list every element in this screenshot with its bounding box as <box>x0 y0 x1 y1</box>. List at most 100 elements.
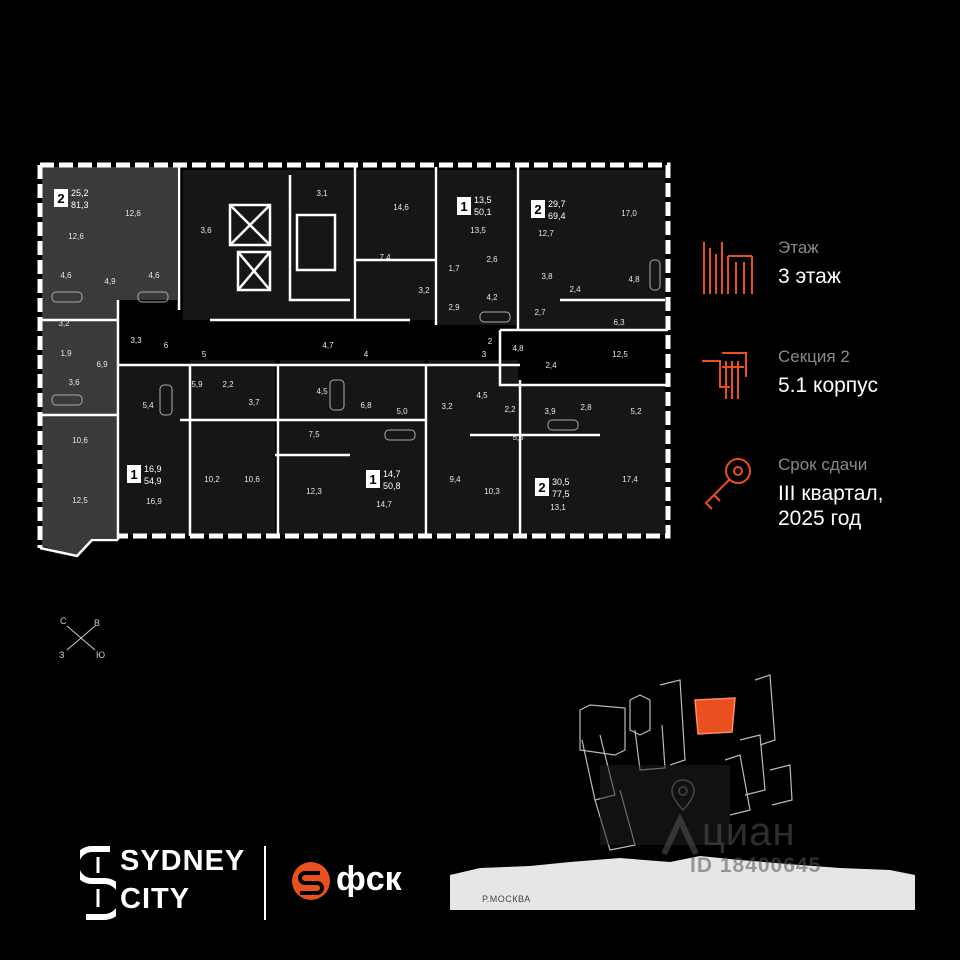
room-area: 3,7 <box>248 398 260 407</box>
compass-north: С <box>60 616 67 626</box>
room-area: 4,8 <box>628 275 640 284</box>
room-area: 14,7 <box>376 500 392 509</box>
logo-divider <box>264 846 266 920</box>
section-info: Секция 2 5.1 корпус <box>700 347 950 407</box>
room-area: 6 <box>164 341 169 350</box>
room-area: 4,6 <box>148 271 160 280</box>
room-area: 3,2 <box>418 286 430 295</box>
badge-total: 77,5 <box>552 489 570 499</box>
room-area: 4,5 <box>476 391 488 400</box>
apartment-badge[interactable]: 2 25,2 81,3 <box>54 188 89 210</box>
completion-label: Срок сдачи <box>778 455 868 474</box>
room-area: 4,2 <box>486 293 498 302</box>
badge-total: 69,4 <box>548 211 566 221</box>
badge-rooms: 1 <box>369 472 376 487</box>
room-area: 13,1 <box>550 503 566 512</box>
key-icon <box>704 458 751 510</box>
room-area: 14,6 <box>393 203 409 212</box>
floor-info: Этаж 3 этаж <box>700 238 950 298</box>
fixtures <box>51 259 661 441</box>
room-area: 3 <box>482 350 487 359</box>
room-area: 4,8 <box>512 344 524 353</box>
room-area-labels: 12,6 12,6 4,6 4,9 4,6 3,2 1,9 6,9 3,6 10… <box>58 189 642 512</box>
room-area: 6,3 <box>613 318 625 327</box>
room-area: 3,1 <box>316 189 328 198</box>
badge-rooms: 2 <box>57 191 64 206</box>
compass-south: Ю <box>96 650 106 660</box>
room-area: 3,6 <box>68 378 80 387</box>
apartment-badge[interactable]: 2 29,7 69,4 <box>531 199 566 221</box>
room-area: 5 <box>202 350 207 359</box>
room-area: 4,9 <box>104 277 116 286</box>
room-area: 10,3 <box>484 487 500 496</box>
room-area: 5,9 <box>191 380 203 389</box>
compass: С В З Ю <box>55 612 115 662</box>
site-map <box>450 674 915 910</box>
badge-rooms: 2 <box>538 480 545 495</box>
apartment-badge[interactable]: 2 30,5 77,5 <box>535 477 570 499</box>
room-area: 3,2 <box>58 319 70 328</box>
room-area: 2 <box>488 337 493 346</box>
room-area: 17,0 <box>621 209 637 218</box>
completion-value-line1: III квартал, <box>778 482 884 505</box>
room-area: 3,6 <box>200 226 212 235</box>
room-area: 5,4 <box>142 401 154 410</box>
section-label: Секция 2 <box>778 347 850 366</box>
room-area: 10,6 <box>244 475 260 484</box>
room-area: 13,5 <box>470 226 486 235</box>
room-area: 2,4 <box>569 285 581 294</box>
room-area: 2,2 <box>222 380 234 389</box>
room-area: 7,5 <box>308 430 320 439</box>
room-area: 9,4 <box>449 475 461 484</box>
room-area: 1,7 <box>448 264 460 273</box>
apartment-badge[interactable]: 1 14,7 50,8 <box>366 469 401 491</box>
sydney-city-mark-icon <box>80 846 116 920</box>
room-area: 12,6 <box>68 232 84 241</box>
room-area: 4,5 <box>316 387 328 396</box>
river-label: Р.МОСКВА <box>482 894 531 904</box>
floor-value: 3 этаж <box>778 265 841 288</box>
room-area: 6,8 <box>360 401 372 410</box>
apartments-dark <box>120 170 665 535</box>
compass-cross-icon <box>66 625 96 651</box>
room-area: 4,6 <box>60 271 72 280</box>
fsk-logo: фск <box>290 860 430 904</box>
room-area: 12,5 <box>72 496 88 505</box>
room-area: 12,3 <box>306 487 322 496</box>
compass-east: В <box>94 618 101 628</box>
highlighted-apartment[interactable] <box>42 167 177 556</box>
room-area: 4,7 <box>322 341 334 350</box>
apartment-badge[interactable]: 1 13,5 50,1 <box>457 195 492 217</box>
city-word: CITY <box>120 883 191 915</box>
badge-total: 50,8 <box>383 481 401 491</box>
room-area: 12,5 <box>612 350 628 359</box>
outer-walls <box>37 162 671 548</box>
badge-living: 13,5 <box>474 195 492 205</box>
fsk-word: фск <box>336 860 402 898</box>
room-area: 12,6 <box>125 209 141 218</box>
sydney-word: SYDNEY <box>120 845 246 877</box>
room-area: 3,3 <box>130 336 142 345</box>
room-area: 16,9 <box>146 497 162 506</box>
walls <box>39 167 668 558</box>
badge-living: 14,7 <box>383 469 401 479</box>
room-area: 17,4 <box>622 475 638 484</box>
section-icon <box>702 352 747 399</box>
sydney-city-logo: SYDNEY CITY <box>80 843 250 923</box>
completion-value-line2: 2025 год <box>778 507 862 530</box>
room-area: 2,8 <box>580 403 592 412</box>
apartment-badge[interactable]: 1 16,9 54,9 <box>127 464 162 486</box>
badge-living: 29,7 <box>548 199 566 209</box>
badge-living: 30,5 <box>552 477 570 487</box>
completion-info: Срок сдачи III квартал, 2025 год <box>700 455 950 545</box>
room-area: 10,6 <box>72 436 88 445</box>
badge-rooms: 2 <box>534 202 541 217</box>
room-area: 12,7 <box>538 229 554 238</box>
highlighted-section-on-map <box>694 697 736 735</box>
room-area: 3,2 <box>441 402 453 411</box>
room-area: 2,2 <box>504 405 516 414</box>
room-area: 2,9 <box>448 303 460 312</box>
room-area: 3,8 <box>541 272 553 281</box>
room-area: 5,2 <box>630 407 642 416</box>
